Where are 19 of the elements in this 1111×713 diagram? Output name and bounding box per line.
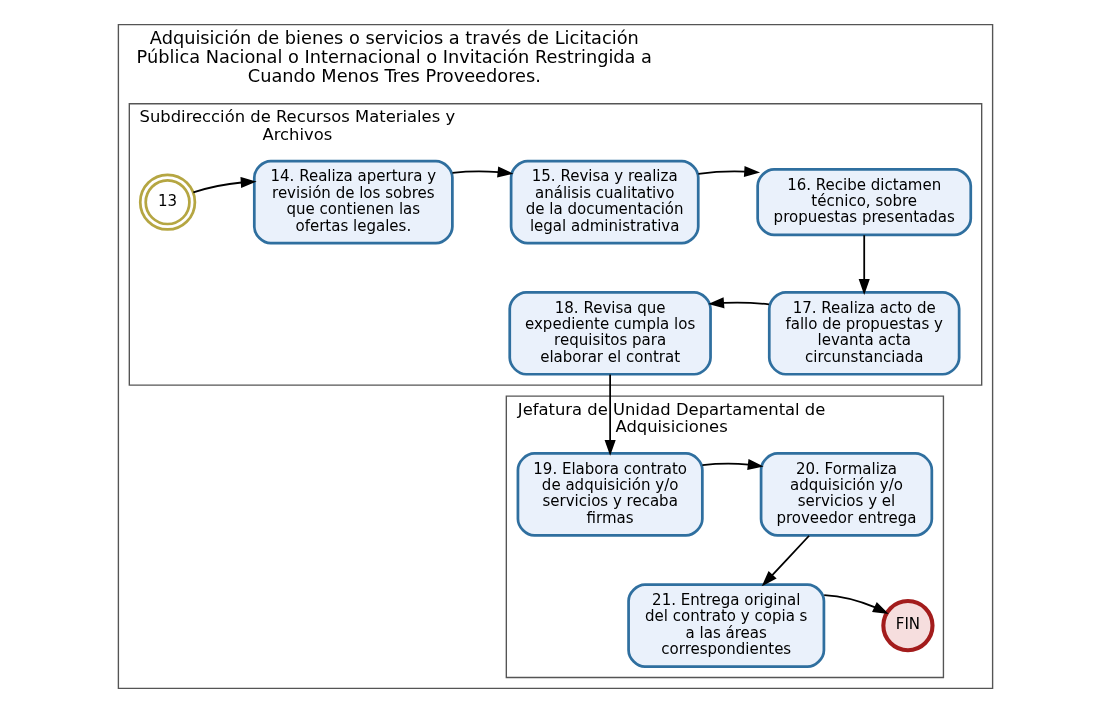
node-box: 15. Revisa y realiza análisis cualitativo de la documentación legal administrativa [509,159,700,245]
node-box: 18. Revisa que expediente cumpla los requisitos para elaborar el contrat [508,290,712,376]
arrow [451,166,514,178]
arrow [708,297,770,309]
node-circle: FIN [881,598,935,653]
arrow [697,166,761,178]
arrow [701,459,764,471]
arrow [823,594,889,614]
node-box: 17. Realiza acto de fallo de propuestas y levanta acta circunstanciada [767,290,961,376]
node-box: 16. Recibe dictamen técnico, sobre propuestas presentadas [756,168,973,237]
arrow [192,177,257,194]
node-circle: 13 [138,173,197,231]
arrow [858,234,870,295]
node-box: 14. Realiza apertura y revisión de los sobres que contienen las ofertas legales. [252,159,454,245]
node-box: 20. Formaliza adquisición y/o servicios y el proveedor entrega [759,452,934,537]
node-box: 19. Elabora contrato de adquisición y/o servicios y recaba firmas [516,452,704,537]
arrow [604,373,616,456]
node-box: 21. Entrega original del contrato y copia s a las áreas correspondientes [627,583,826,668]
arrow [761,534,810,587]
